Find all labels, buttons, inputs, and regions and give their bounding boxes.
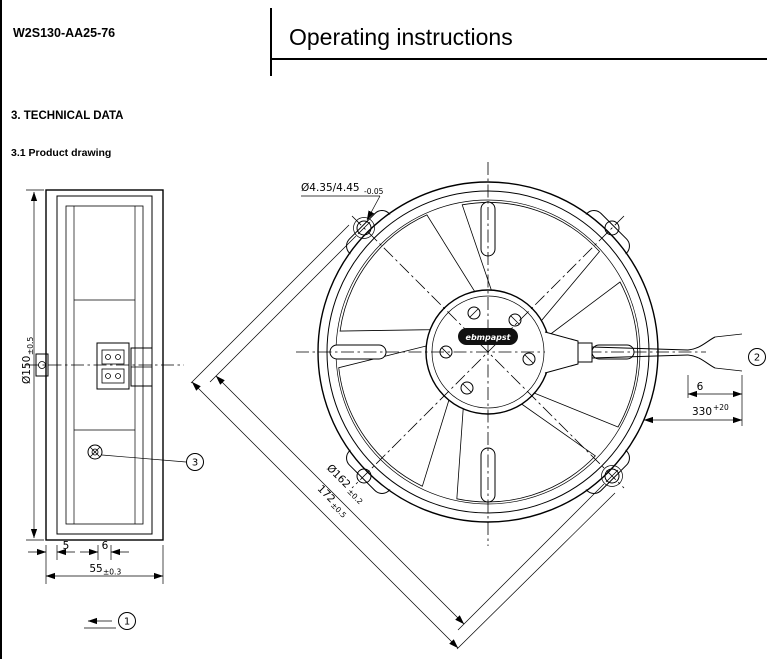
part-number: W2S130-AA25-76: [13, 26, 116, 40]
callout-1-number: 1: [124, 617, 130, 628]
fan-diameter-value: Ø150: [21, 356, 33, 384]
hub-screws: [439, 306, 536, 395]
diagonal-tolerance: ±0.5: [329, 501, 348, 520]
mounting-screw-side: [87, 444, 103, 460]
side-dimensions: [26, 189, 164, 584]
fan-diameter-tolerance: ±0.5: [26, 337, 35, 355]
cable-length-value: 330: [692, 406, 712, 418]
depth-tolerance: ±0.3: [103, 568, 121, 577]
side-view: [26, 189, 184, 541]
flow-direction-callout-1: 1: [84, 612, 136, 630]
terminal-box: [96, 342, 153, 390]
cable-length-tolerance: +20: [713, 403, 729, 412]
hole-dimension-tolerance: -0.05: [364, 187, 384, 196]
hole-dimension: Ø4.35/4.45 -0.05: [301, 182, 384, 221]
hole-dimension-value: Ø4.35/4.45: [301, 182, 360, 194]
section-heading-technical-data: 3. TECHNICAL DATA: [11, 110, 124, 122]
callout-3: 3: [101, 453, 204, 471]
depth-value: 55: [89, 563, 102, 575]
cable-dimensions: 6 330 +20 2: [643, 348, 766, 426]
dim-6-label: 6: [102, 540, 109, 552]
callout-2-circle: [748, 348, 766, 366]
pitch-circle-value: Ø162: [324, 462, 353, 491]
logo-text: ebmpapst: [466, 333, 512, 342]
wire-end-upper: [714, 333, 743, 338]
callout-3-number: 3: [192, 458, 198, 469]
dim-5-label: 5: [63, 540, 70, 552]
fan-diameter-label: Ø150 ±0.5: [21, 337, 35, 384]
subsection-heading-product-drawing: 3.1 Product drawing: [11, 147, 112, 159]
pitch-circle-tolerance: ±0.2: [345, 487, 364, 506]
cable-assembly: [544, 331, 743, 374]
front-view: ebmpapst: [296, 162, 743, 546]
header-rule: [270, 58, 767, 60]
side-dimension-labels: Ø150 ±0.5 5 6 55 ±0.3: [21, 337, 121, 577]
header-divider: [270, 8, 272, 76]
wire-end-lower: [714, 367, 743, 372]
strip-length-label: 6: [697, 381, 704, 393]
ebmpapst-logo: ebmpapst: [458, 328, 518, 345]
callout-2-number: 2: [754, 353, 760, 364]
document-title: Operating instructions: [289, 24, 513, 50]
callout-1-circle: [118, 612, 136, 630]
page-edge-line: [0, 0, 2, 659]
